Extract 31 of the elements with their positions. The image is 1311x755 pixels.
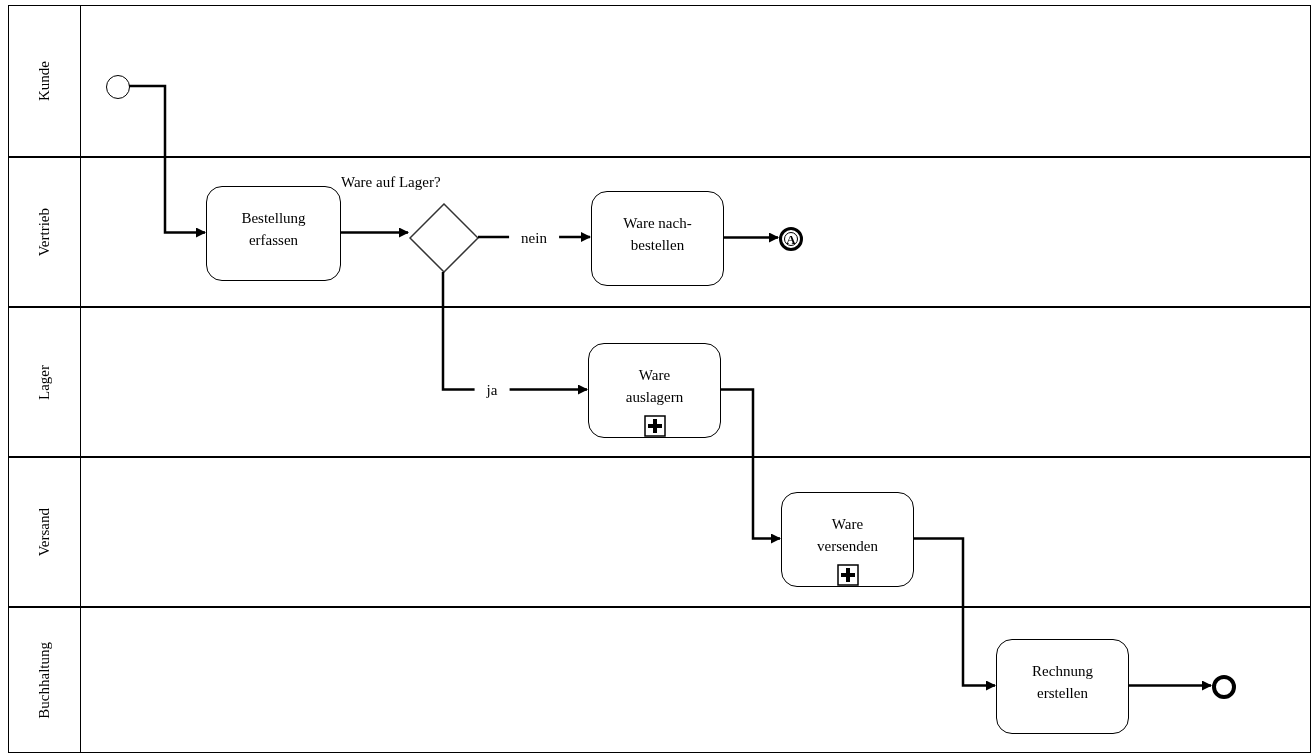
swimlane bbox=[8, 5, 1311, 157]
swimlane bbox=[8, 607, 1311, 753]
link-end-event bbox=[779, 227, 803, 251]
sequence-flow-arrow bbox=[1128, 680, 1212, 691]
sequence-flow-arrow bbox=[723, 232, 779, 243]
gateway-label: Ware auf Lager? bbox=[341, 173, 441, 192]
task-label: Ware nach- bestellen bbox=[622, 213, 693, 255]
lane-label: Buchhaltung bbox=[35, 641, 54, 719]
sequence-flow-arrow bbox=[720, 388, 781, 544]
lane-label: Lager bbox=[35, 364, 54, 400]
task-box bbox=[591, 191, 724, 286]
task-box bbox=[206, 186, 341, 281]
lane-label: Versand bbox=[35, 507, 54, 557]
task-box bbox=[996, 639, 1129, 734]
sequence-flow-arrow bbox=[913, 537, 996, 691]
swimlane bbox=[8, 457, 1311, 607]
edge-label: nein bbox=[509, 230, 559, 246]
sequence-flow-arrow bbox=[129, 84, 206, 238]
task-label: Rechnung erstellen bbox=[1031, 661, 1094, 703]
lane-label: Kunde bbox=[35, 61, 54, 101]
edge-label: ja bbox=[474, 382, 510, 398]
task-label: Bestellung erfassen bbox=[240, 208, 307, 250]
lane-label: Vertrieb bbox=[35, 207, 54, 257]
task-label: Ware auslagern bbox=[624, 365, 685, 407]
task-label: Ware versenden bbox=[816, 514, 879, 556]
sequence-flow-arrow bbox=[340, 227, 409, 238]
subprocess-box bbox=[781, 492, 914, 587]
subprocess-box bbox=[588, 343, 721, 438]
swimlane bbox=[8, 307, 1311, 457]
swimlane bbox=[8, 157, 1311, 307]
event-label: A bbox=[786, 232, 796, 246]
